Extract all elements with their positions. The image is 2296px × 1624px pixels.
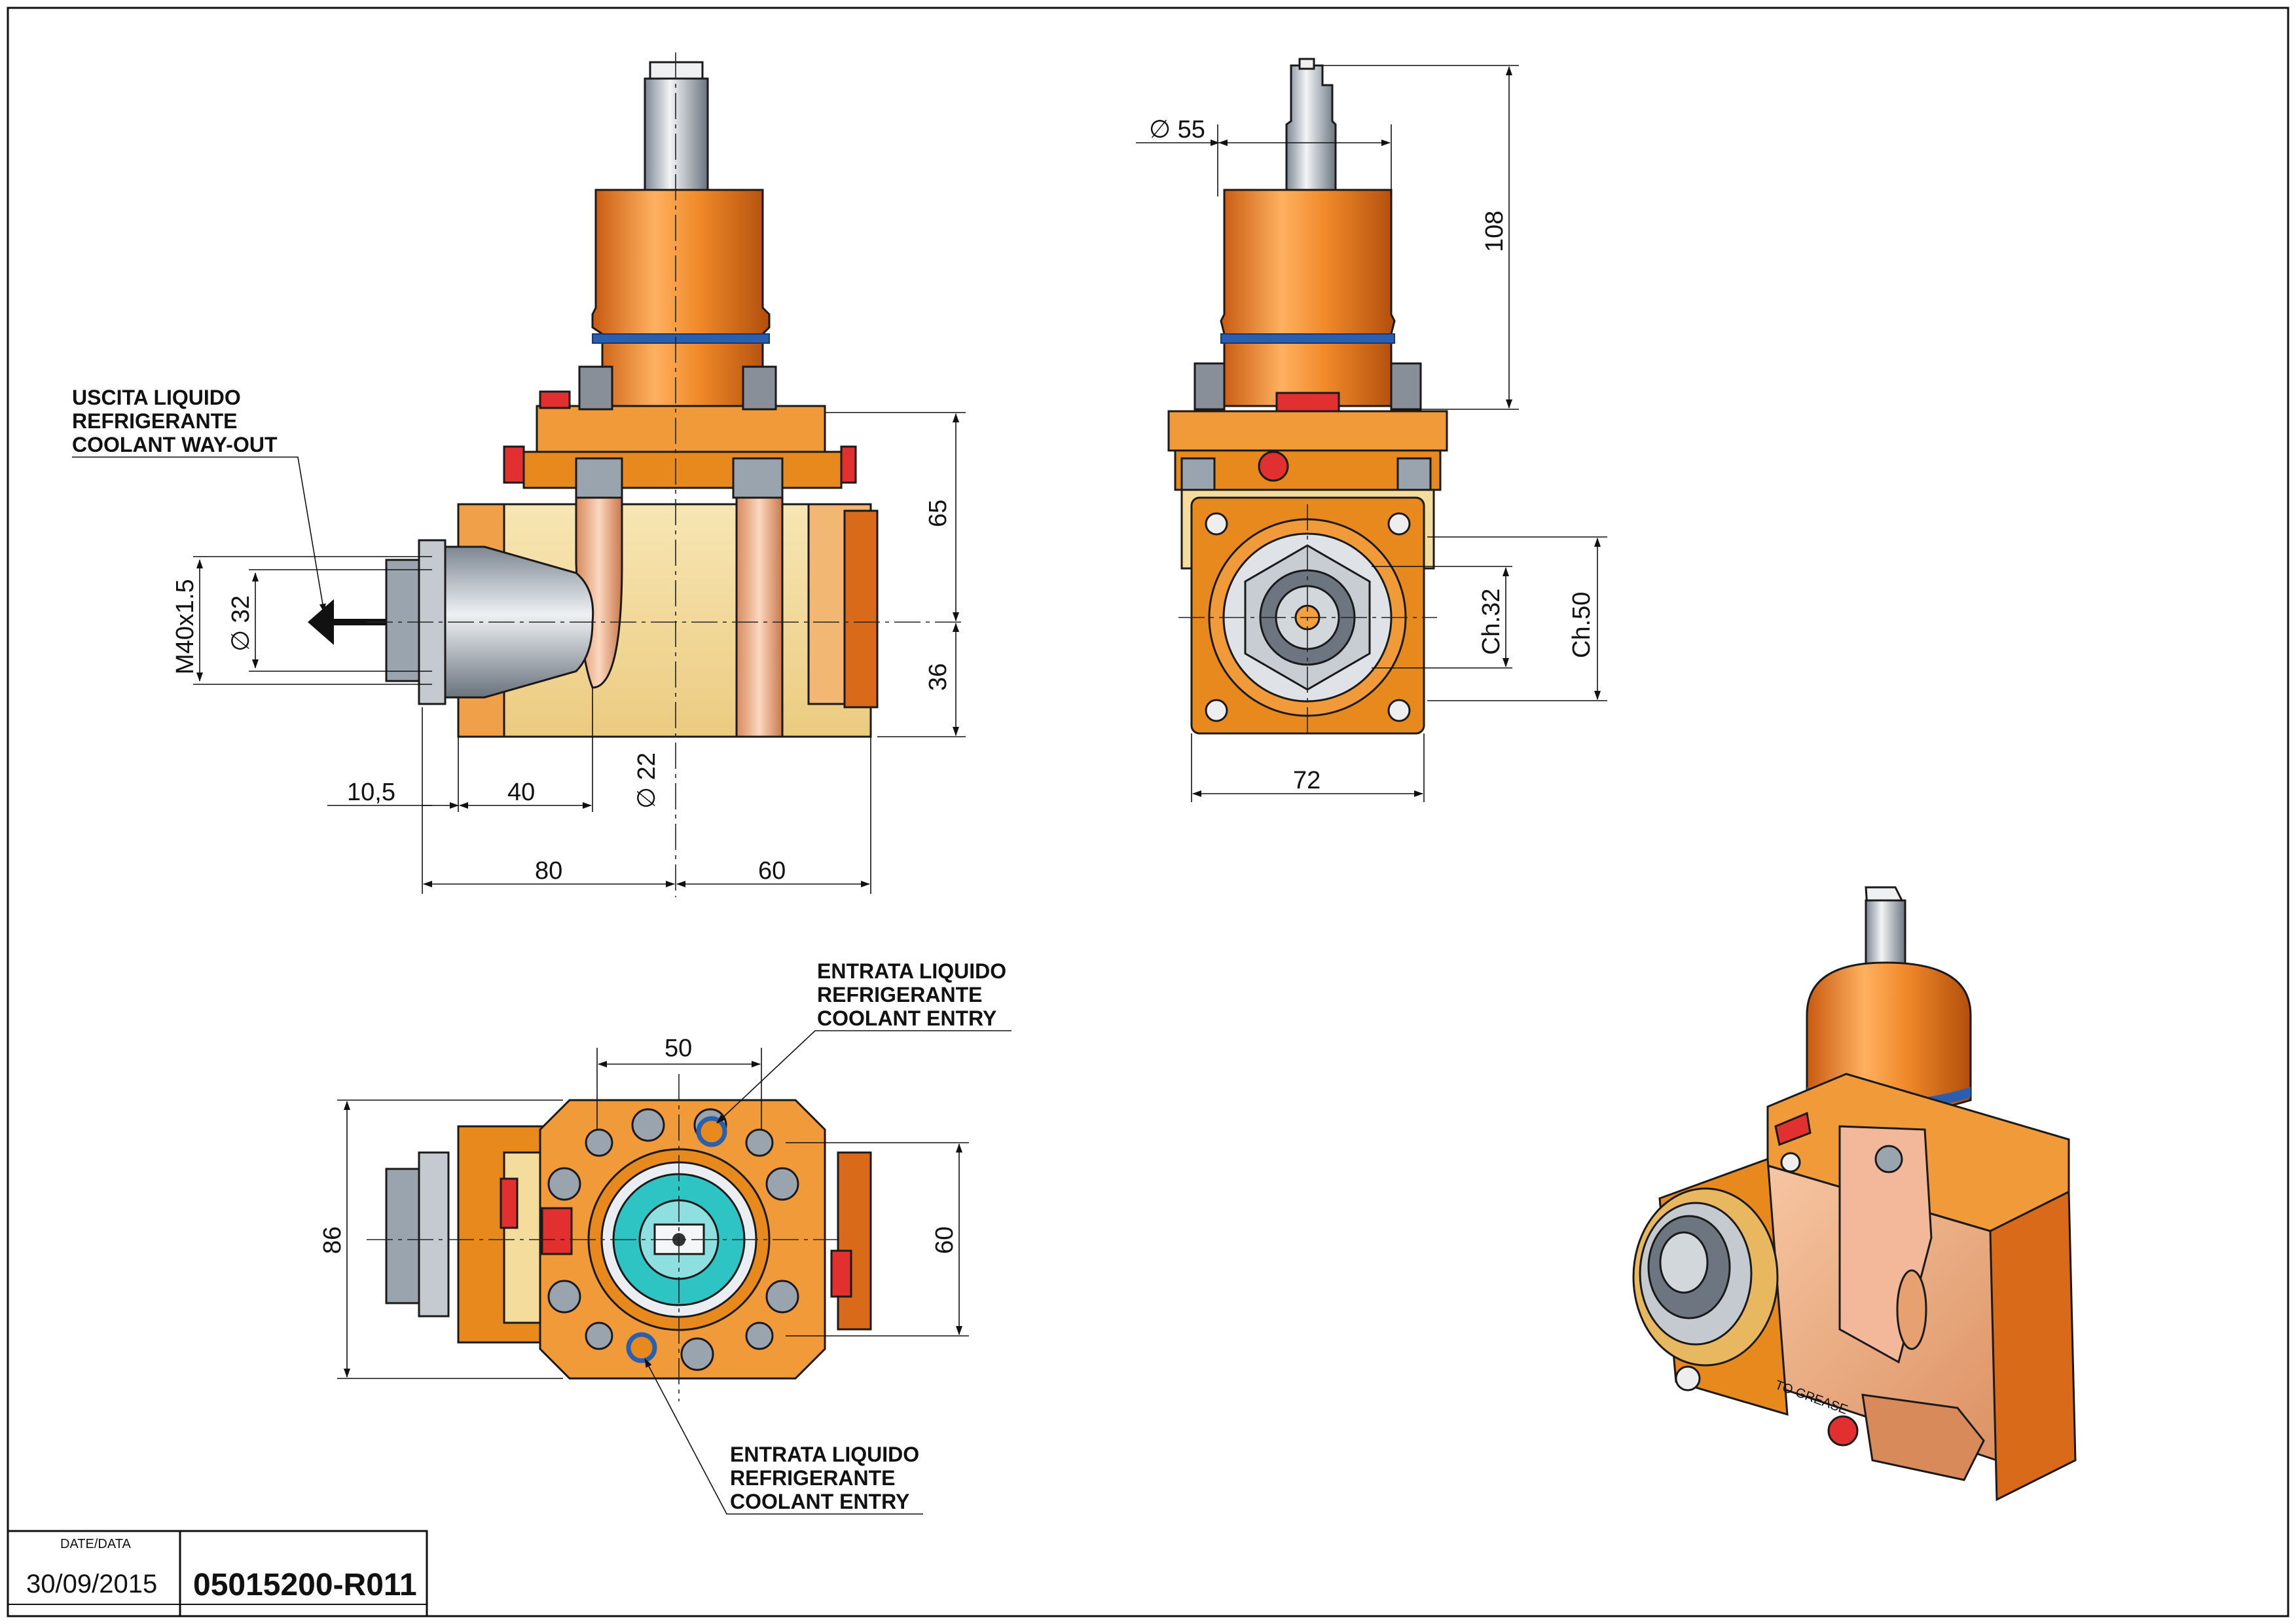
sheet-border [7,7,2289,1617]
mounting-flange [1167,410,1448,452]
screw [1387,699,1411,722]
front-view: ∅ 55 108 Ch.32 Ch.50 72 [1136,58,1607,802]
drive-shaft [644,77,709,194]
grease-nipple-top [539,390,571,409]
dim-depth: 86 [319,1227,346,1254]
bolt [547,1167,581,1201]
dim-nose: 40 [507,779,535,806]
rear-cover [837,1151,872,1331]
flange-lower [1174,449,1442,491]
coolant-out-arrowhead [308,599,334,645]
iso-bolt [1874,1145,1903,1173]
dim-lower: 36 [924,663,952,691]
drawing-code: 05015200-R011 [193,1568,417,1602]
pipe-bolt-left [575,457,623,499]
flange-lower [522,451,843,489]
coolant-entry-port-bottom [626,1332,657,1363]
seal-ring [592,333,770,344]
grease-nipple [1275,392,1340,414]
bolt-right [742,365,777,411]
dim-rear: 60 [758,857,786,885]
red-plug [1258,451,1289,482]
note-coolant-out-line2: REFRIGERANTE [72,409,237,433]
bolt-left [1194,362,1226,411]
pipe-bolt-left [1180,457,1216,491]
note-coolant-out-line3: COOLANT WAY-OUT [72,433,278,456]
spindle-housing [1220,189,1396,407]
dim-hex-small: Ch.32 [1478,589,1505,655]
bolt [631,1108,665,1142]
title-block-frame [7,1530,428,1617]
note-entry-top-line3: COOLANT ENTRY [817,1006,996,1030]
note-leader-top [716,1030,1011,1124]
bolt [745,1128,774,1157]
iso-screw [1675,1365,1701,1392]
dim-offset: 10,5 [347,779,395,806]
dim-pitch-v: 60 [931,1227,958,1254]
top-view: 50 86 60 ENTRATA LIQUIDO REFRIGERANTE CO… [319,959,1011,1515]
bolt-circle [547,1108,799,1371]
iso-bottom-block [1861,1393,1985,1481]
bolt [765,1280,799,1314]
iso-screw [1780,1152,1801,1173]
bolt [547,1280,581,1314]
bolt [585,1321,613,1350]
shaft-tip [1298,58,1315,70]
iso-grease-nipple [1774,1111,1812,1147]
bolt-right [1390,362,1422,411]
plug-left [503,445,525,484]
isometric-view: TO GREASE [1632,886,2077,1502]
seal-ring [1220,333,1395,344]
screw [1205,699,1228,722]
dim-shank-len: 108 [1481,211,1508,252]
screw [1387,512,1411,536]
note-entry-bottom-line3: COOLANT ENTRY [730,1490,909,1513]
dim-width: 72 [1293,767,1321,794]
dim-thread: M40x1.5 [172,579,199,674]
note-coolant-out-line1: USCITA LIQUIDO [72,386,241,409]
pipe-bolt-right [732,457,784,499]
dim-hex-large: Ch.50 [1568,592,1595,658]
drive-shaft [1285,64,1337,194]
note-entry-top-line2: REFRIGERANTE [817,983,982,1006]
screw [1205,512,1228,536]
iso-collet-inner [1659,1231,1709,1294]
note-leader [72,456,326,613]
dim-bore: ∅ 32 [227,595,255,652]
plug-right [830,1249,852,1298]
side-view: USCITA LIQUIDO REFRIGERANTE COOLANT WAY-… [72,52,966,897]
nut-flange [418,1151,450,1318]
note-leader-bottom [644,1358,923,1515]
dim-port: ∅ 22 [633,752,661,809]
coolant-pipe-right [735,487,784,738]
bolt [585,1128,613,1157]
note-entry-bottom-line2: REFRIGERANTE [730,1466,895,1490]
bolt [680,1337,714,1371]
pipe-bolt-right [1396,457,1432,491]
iso-rear [1989,1190,2077,1502]
mounting-flange [536,405,826,453]
dim-shank-dia: ∅ 55 [1149,116,1205,143]
rear-cover [843,509,879,709]
bolt-left [578,365,613,411]
bolt [765,1167,799,1201]
date-label: DATE/DATA [60,1537,131,1551]
plug-right [840,445,857,484]
dim-front: 80 [535,857,562,885]
bolt [745,1321,774,1350]
date-value: 30/09/2015 [26,1570,157,1598]
note-entry-top-line1: ENTRATA LIQUIDO [817,959,1006,983]
dim-bolt-pitch: 50 [665,1035,692,1062]
title-block: DATE/DATA 30/09/2015 05015200-R011 [7,1530,428,1617]
grease-port [541,1207,573,1255]
note-entry-bottom-line1: ENTRATA LIQUIDO [730,1443,919,1466]
iso-pipe [1896,1269,1927,1350]
plug-left [500,1177,519,1229]
iso-grease-port [1827,1415,1859,1447]
coolant-entry-port-top [696,1116,727,1147]
dim-upper: 65 [924,500,952,527]
